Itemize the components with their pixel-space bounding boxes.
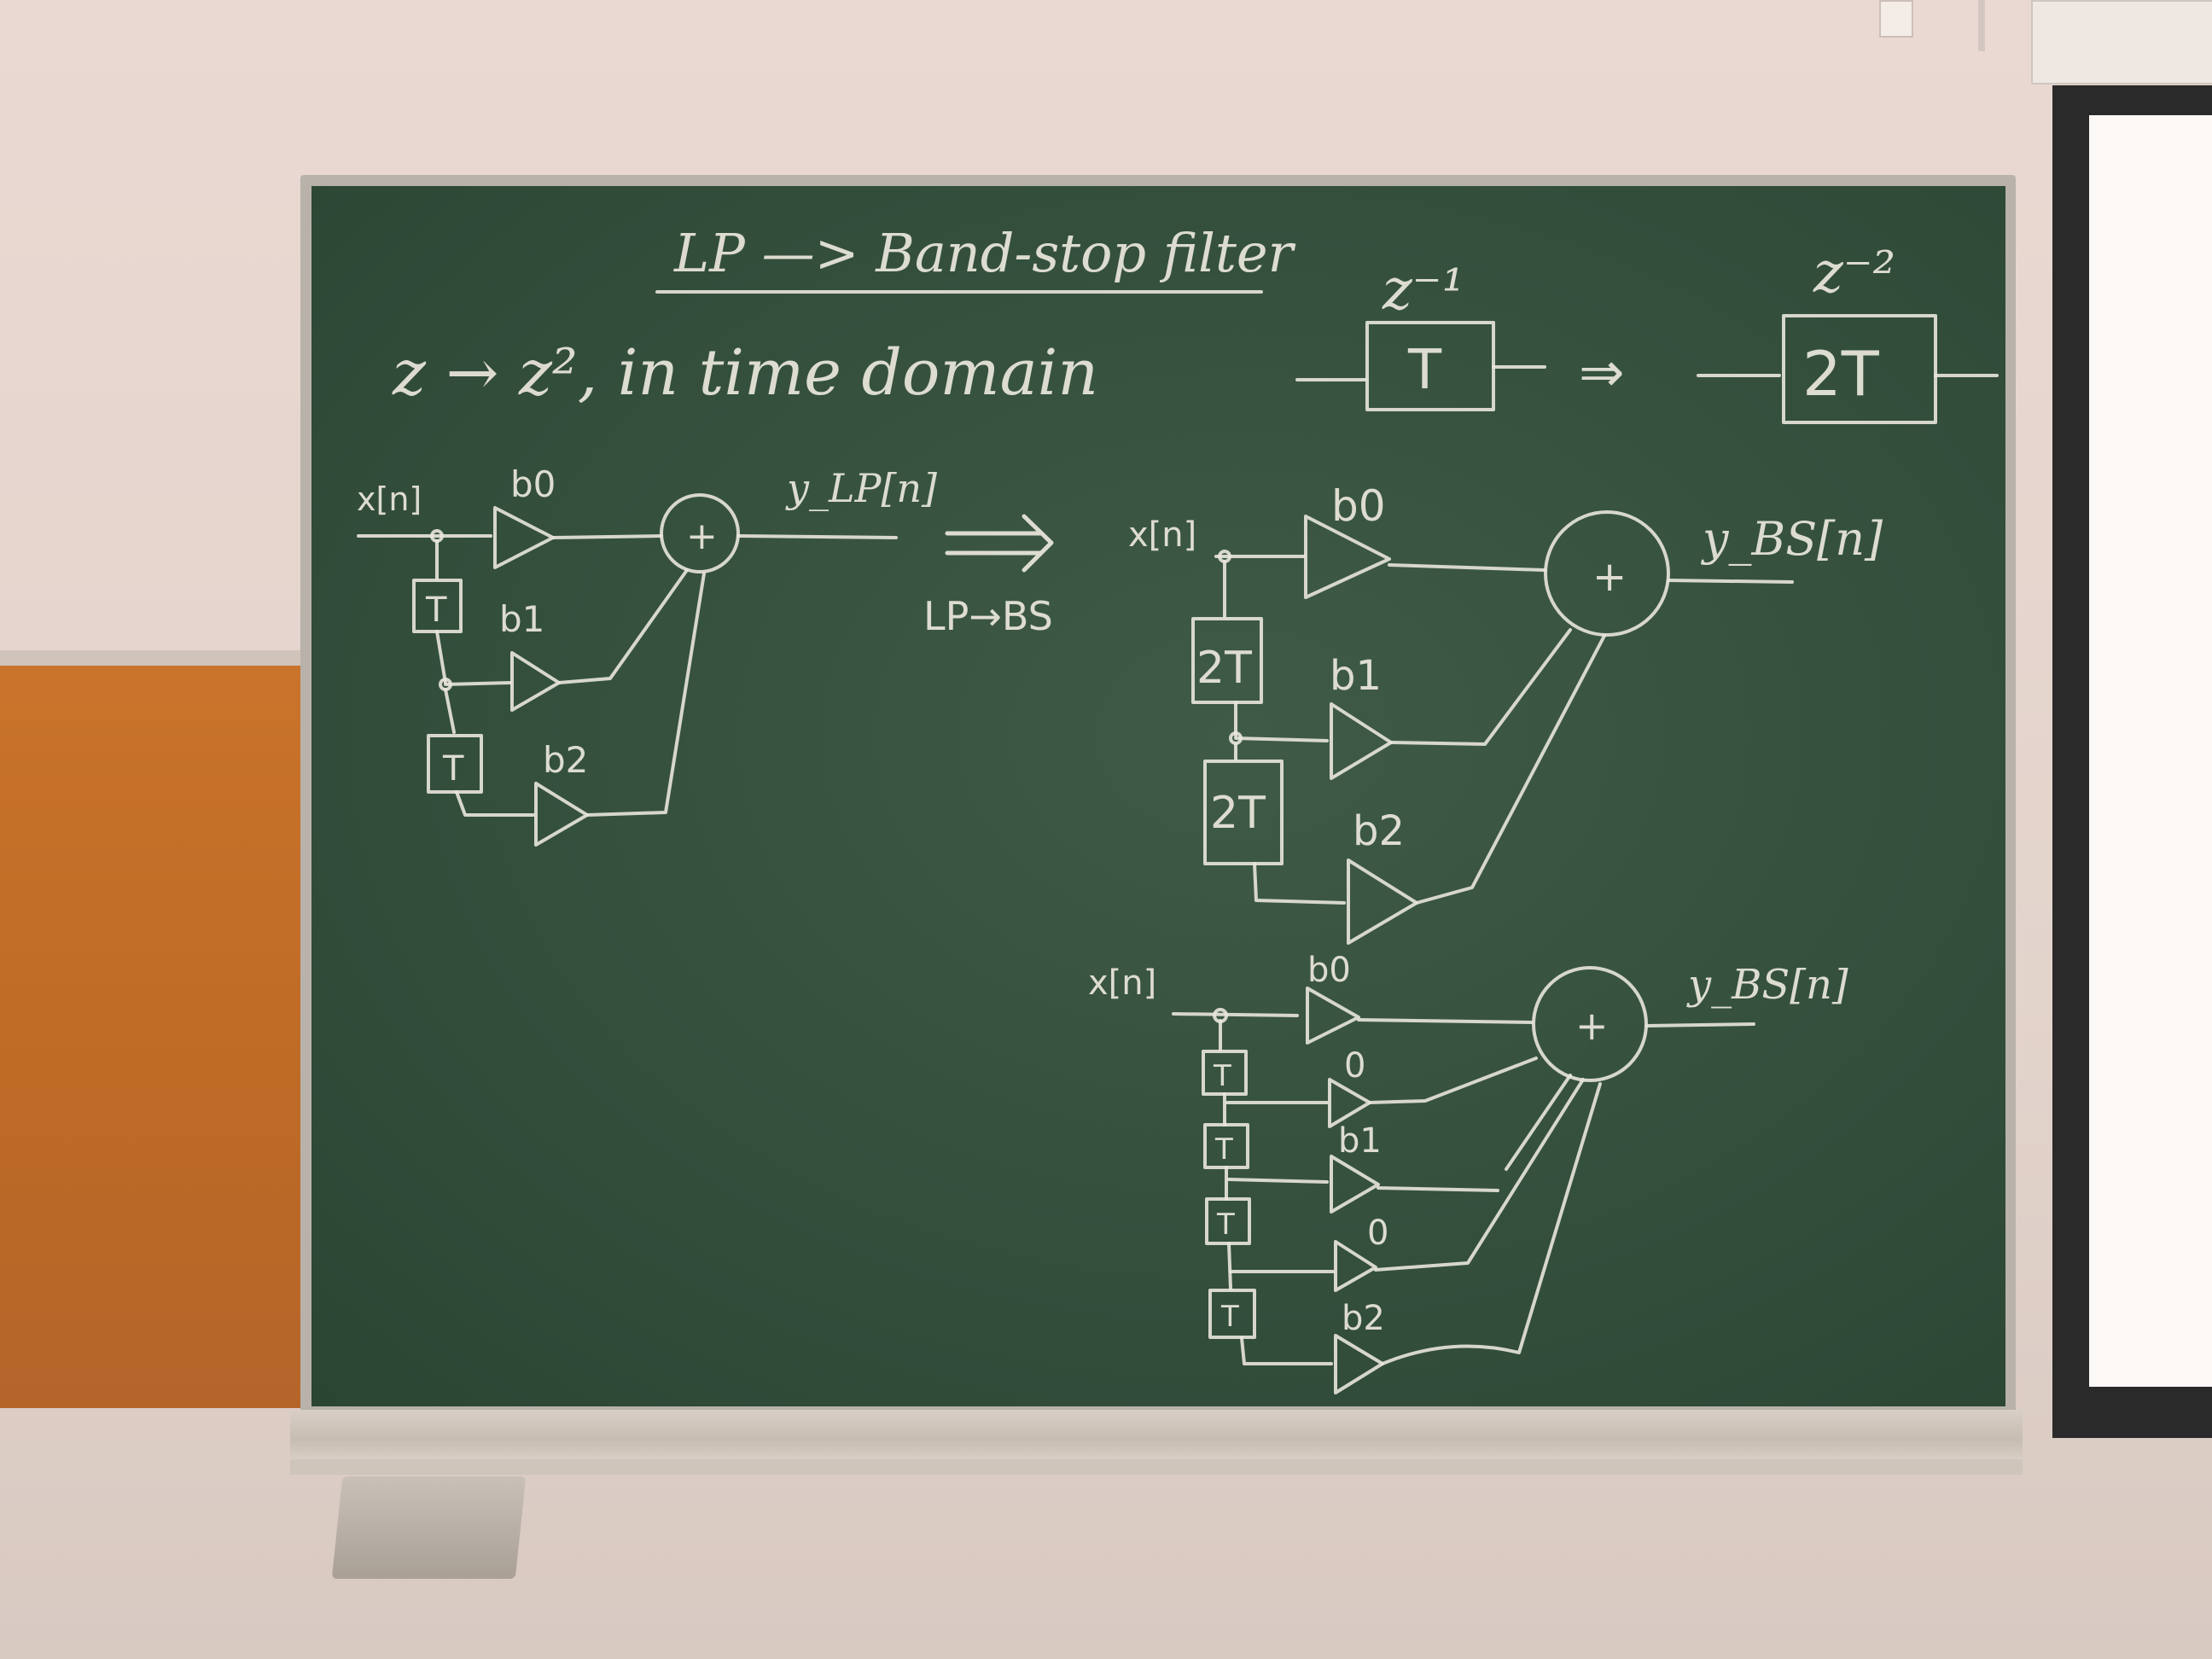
bst-coeff-b1: b1 <box>1338 1121 1382 1161</box>
wire <box>1240 1336 1333 1365</box>
transform-arrow <box>945 514 1054 573</box>
bs2t-coeff-b0: b0 <box>1331 481 1386 531</box>
wire <box>1253 862 1346 905</box>
z-inverse-2-label: z⁻² <box>1813 240 1895 306</box>
bs2t-input-label: x[n] <box>1128 515 1196 555</box>
blackboard <box>311 186 2005 1406</box>
bst-gain-b1 <box>1330 1155 1380 1214</box>
substitution-text: z → z², in time domain <box>392 336 1098 410</box>
bs2t-delay-1-label: 2T <box>1196 643 1252 694</box>
lp-coeff-b1: b1 <box>499 598 544 640</box>
lp-output-label: y_LP[n] <box>785 465 937 511</box>
lp-adder <box>660 493 740 573</box>
wire <box>1227 1178 1329 1184</box>
delay-box-t-label: T <box>1407 339 1442 402</box>
lp-gain-b0 <box>493 506 555 569</box>
wire <box>1389 628 1572 746</box>
bs2t-coeff-b2: b2 <box>1353 807 1405 855</box>
wire <box>1667 579 1794 584</box>
bst-delay-4-label: T <box>1220 1300 1239 1334</box>
bst-delay-2-label: T <box>1214 1132 1233 1167</box>
wire <box>1377 1074 1572 1192</box>
wire <box>1357 1018 1534 1024</box>
bs2t-output-label: y_BS[n] <box>1701 512 1883 566</box>
lp-coeff-b2: b2 <box>543 739 588 781</box>
transform-note: LP→BS <box>923 593 1053 639</box>
implies-arrow: ⇒ <box>1579 341 1625 405</box>
z-inverse-label: z⁻¹ <box>1382 257 1464 323</box>
projector-housing <box>2031 0 2212 84</box>
corkboard <box>0 666 303 1408</box>
wire <box>1227 1242 1232 1290</box>
wire <box>1645 1022 1755 1027</box>
wire <box>557 568 689 684</box>
bst-output-label: y_BS[n] <box>1686 961 1848 1009</box>
wire <box>551 534 663 539</box>
bs2t-gain-b0 <box>1304 515 1391 599</box>
lp-delay-2-label: T <box>442 749 464 789</box>
wall-cable-strip <box>1978 0 1985 51</box>
bst-gain-0b <box>1334 1240 1377 1292</box>
bs2t-delay-2-label: 2T <box>1210 788 1266 839</box>
bst-coeff-0b: 0 <box>1367 1214 1388 1253</box>
wire <box>1415 634 1606 905</box>
delay-box-2t-label: 2T <box>1802 338 1880 410</box>
bs2t-adder <box>1544 510 1670 637</box>
bst-input-label: x[n] <box>1088 963 1156 1003</box>
bs-filter-2t-diagram: x[n] b0 + y_BS[n] 2T b1 2T b2 <box>1128 481 1883 945</box>
lp-gain-b1 <box>510 651 561 712</box>
delay-box-2t <box>1782 314 1937 424</box>
bst-coeff-b2: b2 <box>1342 1299 1385 1338</box>
bst-gain-0a <box>1328 1078 1371 1128</box>
bst-coeff-0a: 0 <box>1344 1046 1365 1086</box>
lp-input-label: x[n] <box>357 480 422 518</box>
wire <box>1234 736 1329 742</box>
bst-delay-1-label: T <box>1213 1059 1231 1093</box>
wire <box>1374 1078 1585 1272</box>
bs2t-delay-2 <box>1203 760 1284 865</box>
bst-adder-sign: + <box>1575 1003 1609 1049</box>
bst-coeff-b0: b0 <box>1307 951 1351 990</box>
bs2t-gain-b1 <box>1330 702 1393 780</box>
bst-gain-b2 <box>1334 1334 1384 1394</box>
wire <box>1368 1057 1538 1104</box>
wire <box>455 790 535 817</box>
bs2t-adder-sign: + <box>1592 553 1627 601</box>
wire <box>1172 1012 1299 1017</box>
bst-delay-3-label: T <box>1216 1208 1235 1242</box>
bst-adder <box>1532 966 1648 1082</box>
lp-coeff-b0: b0 <box>510 463 556 505</box>
wire <box>585 572 706 817</box>
wire <box>435 630 447 684</box>
bs-filter-t-diagram: x[n] b0 + y_BS[n] T T T T 0 b1 0 <box>1088 951 1848 1394</box>
wire <box>1388 563 1546 572</box>
wire <box>444 681 512 686</box>
lp-delay-1-label: T <box>425 591 447 630</box>
wire <box>1381 1082 1602 1365</box>
chalk-tray-lip <box>290 1459 2023 1475</box>
bs2t-gain-b2 <box>1347 859 1418 945</box>
lp-adder-sign: + <box>686 515 718 558</box>
wire <box>444 688 456 734</box>
bst-gain-b0 <box>1306 987 1360 1045</box>
lp-filter-diagram: x[n] b0 + y_LP[n] T b1 T b2 <box>357 463 937 847</box>
projector-screen <box>2089 115 2212 1387</box>
corkboard-rail <box>0 650 303 667</box>
bs2t-coeff-b1: b1 <box>1330 652 1382 700</box>
bst-delay-4 <box>1208 1289 1256 1339</box>
board-title: LP —> Band-stop filter <box>673 222 1296 284</box>
wall-socket <box>1879 0 1913 38</box>
bs2t-delay-1 <box>1191 617 1263 704</box>
wire <box>736 534 898 539</box>
lp-gain-b2 <box>534 782 589 847</box>
